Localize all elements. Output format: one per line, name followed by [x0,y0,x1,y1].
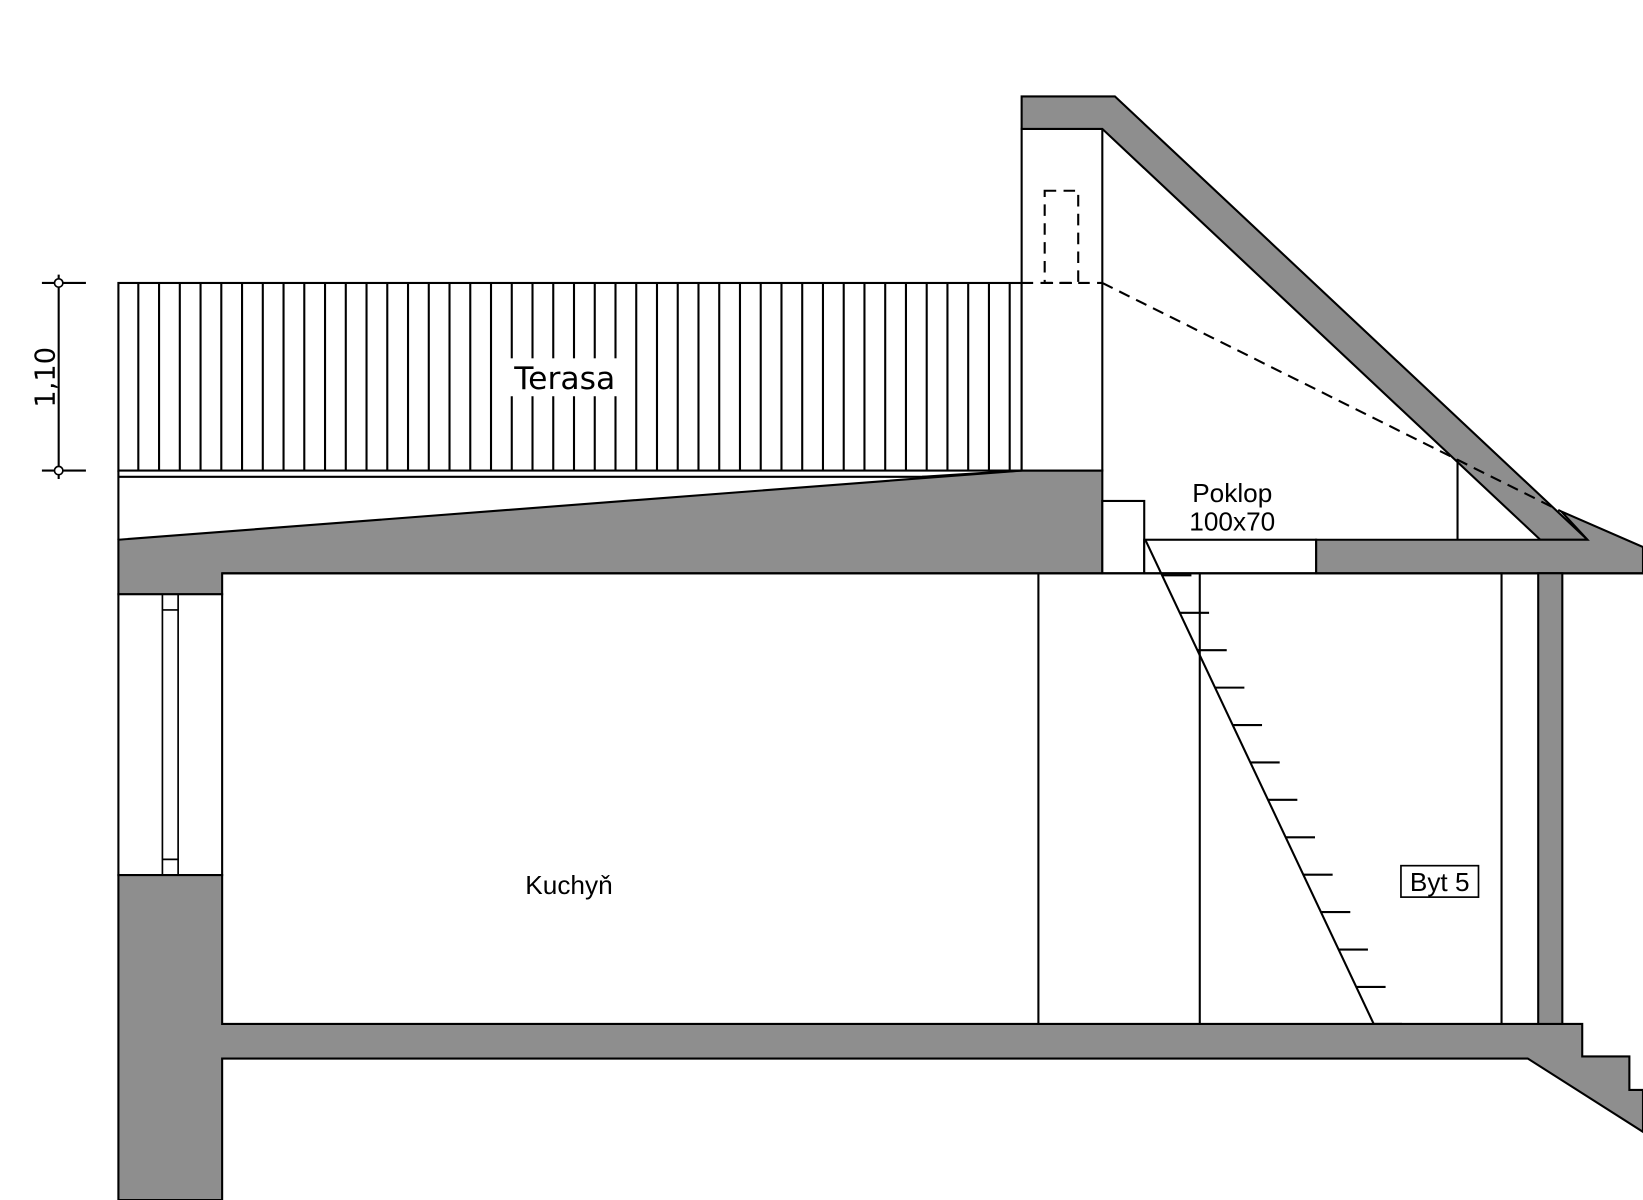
hatch-label-line1: Poklop [1192,478,1272,508]
interior-walls [1037,572,1564,1025]
dimension-height: 1,10 [30,274,86,479]
terrace-floor [117,469,1104,596]
parapet-wall [1020,95,1591,541]
terrace-label: Terasa [513,361,615,397]
terrace-railing [117,281,1023,472]
dimension-label: 1,10 [30,347,61,408]
apartment-label: Byt 5 [1410,867,1470,897]
kitchen-label: Kuchyň [525,870,612,900]
left-wall [117,593,1643,1200]
hatch-label-line2: 100x70 [1189,506,1275,536]
room-labels: Terasa Kuchyň Byt 5 [507,358,1480,900]
roof-hatch: Poklop 100x70 [1101,478,1318,575]
attic-ladder [1144,539,1402,1025]
